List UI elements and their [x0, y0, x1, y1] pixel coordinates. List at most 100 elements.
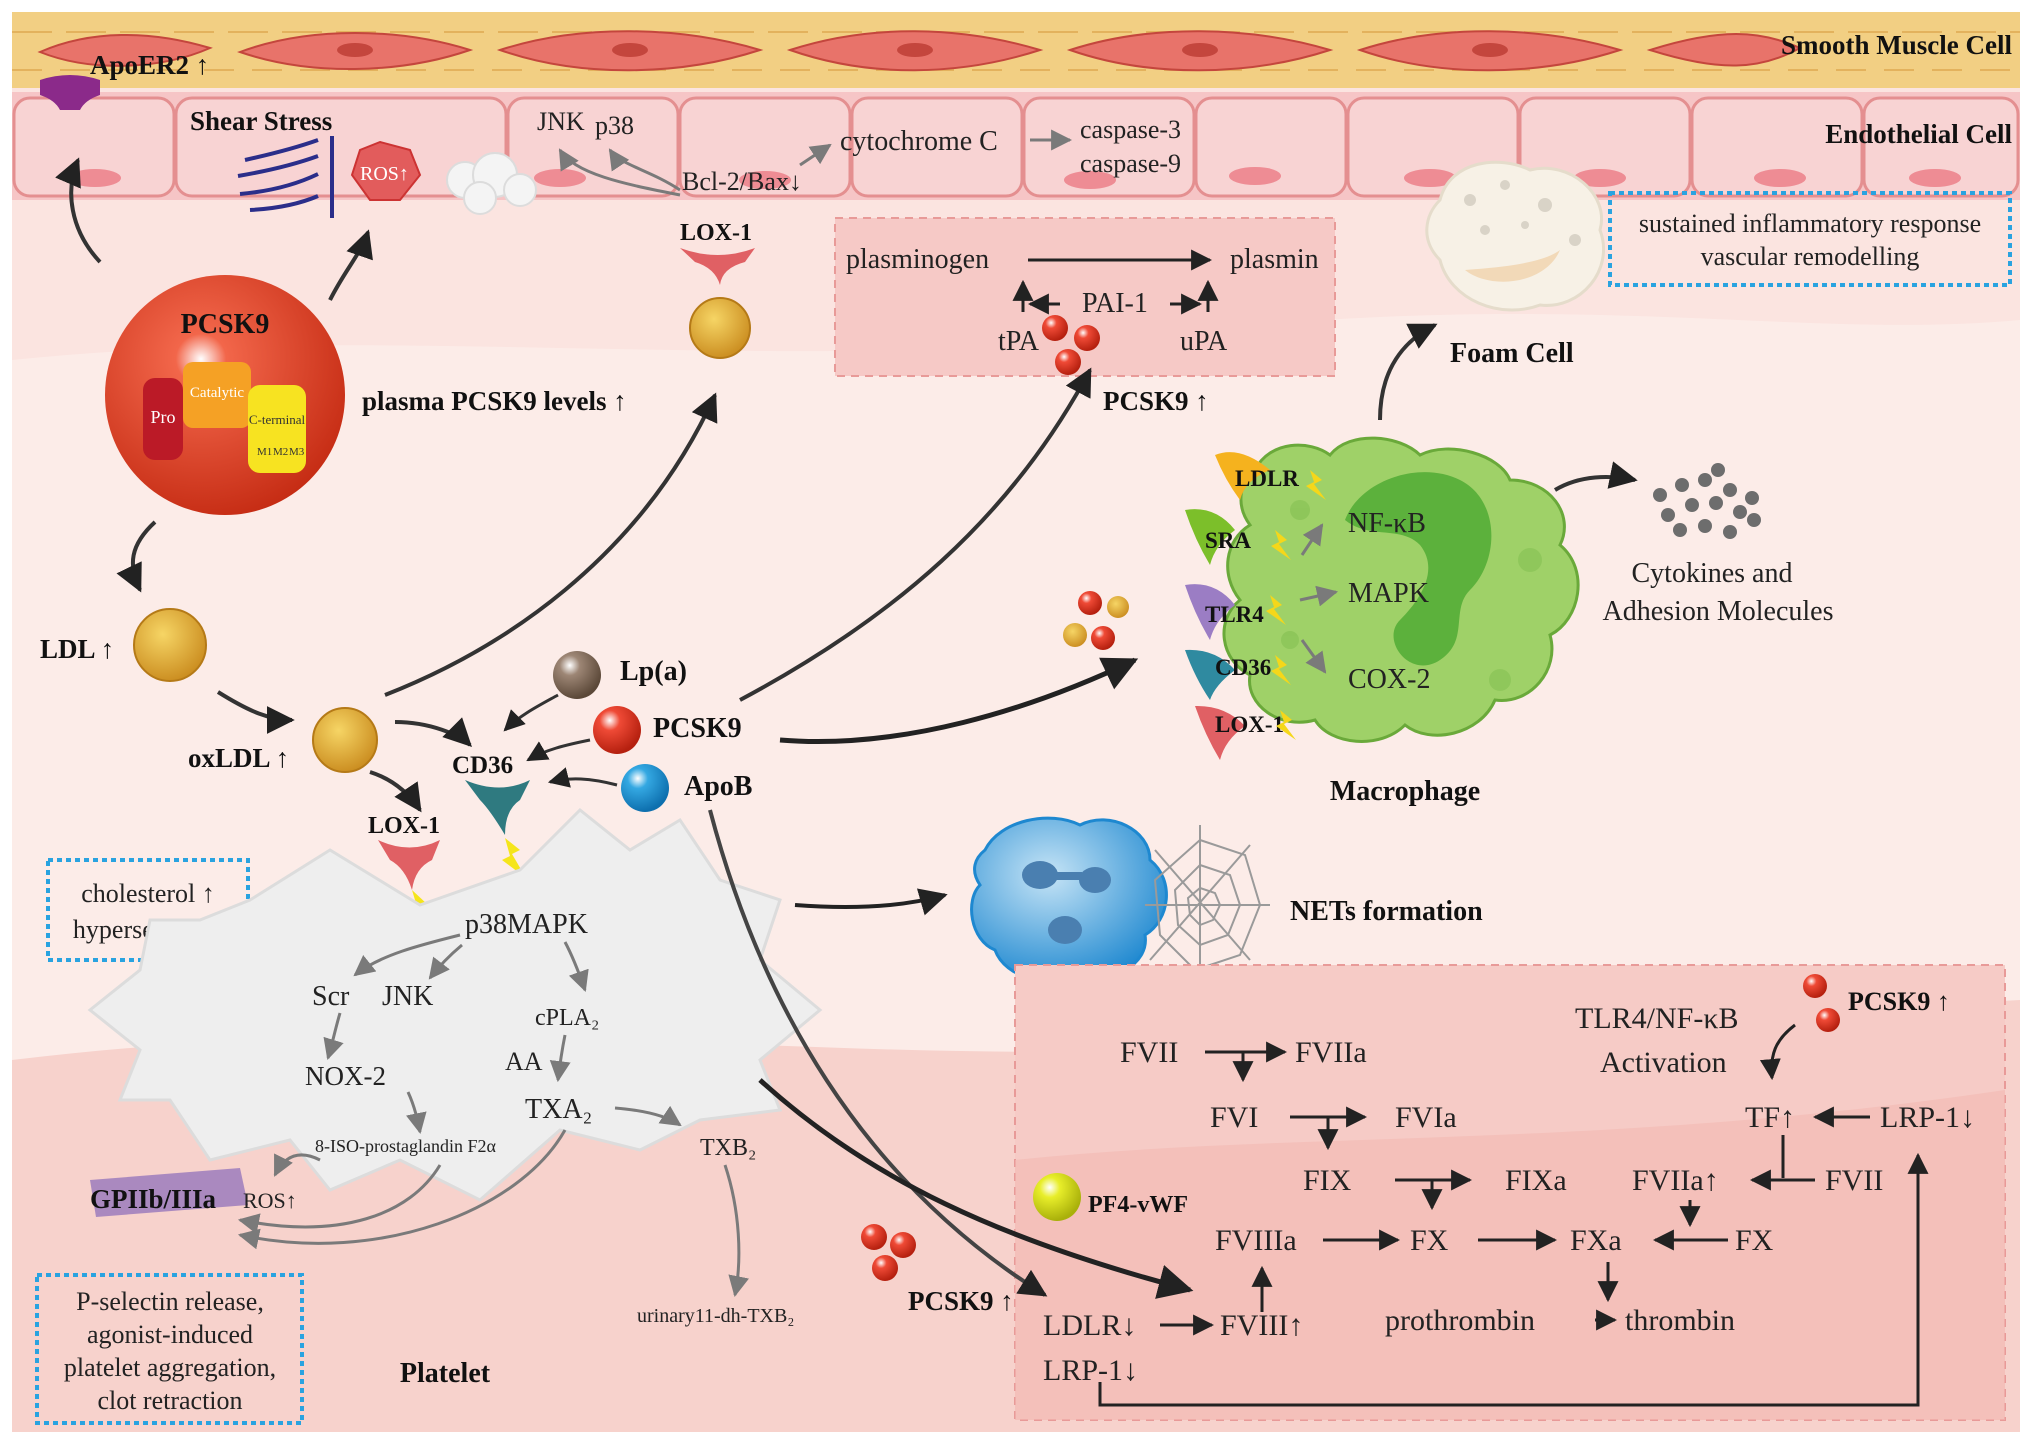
- pf4-label: PF4-vWF: [1088, 1192, 1188, 1218]
- cterminal-domain: [248, 385, 306, 473]
- jnk-platelet: JNK: [382, 981, 433, 1012]
- cox2-label: COX-2: [1348, 664, 1430, 695]
- lpa-ball: [553, 651, 601, 699]
- platelet-note-3: platelet aggregation,: [64, 1353, 276, 1382]
- txa2: TXA₂: [525, 1094, 592, 1125]
- arrow-pcsk9-to-fibrinolysis: [739, 367, 1092, 702]
- fxa: FXa: [1570, 1224, 1622, 1257]
- endothelial-layer: Endothelial Cell: [12, 92, 2020, 200]
- gp-label: GPIIb/IIIa: [90, 1184, 217, 1214]
- pf4-ball: [1033, 1173, 1081, 1221]
- macrophage: NF-κB MAPK COX-2 Macrophage: [1222, 436, 1580, 807]
- foam-note-line1: sustained inflammatory response: [1639, 209, 1981, 238]
- lpa-label: Lp(a): [620, 656, 687, 687]
- nets-formation: NETs formation: [970, 816, 1483, 985]
- apob-ball: [621, 764, 669, 812]
- tpa: tPA: [998, 326, 1040, 357]
- cytokines-line2: Adhesion Molecules: [1603, 596, 1834, 627]
- oxldl-particle: [312, 707, 378, 773]
- fvii: FVII: [1120, 1036, 1178, 1069]
- macrophage-receptors: LDLR SRA TLR4 CD36 LOX-1: [1185, 452, 1326, 760]
- nox2: NOX-2: [305, 1061, 386, 1091]
- ros-cloud-icon: [446, 152, 537, 215]
- pcsk9-ball: [593, 706, 641, 754]
- fixa: FIXa: [1505, 1164, 1567, 1197]
- pcsk9-protein-title: PCSK9: [181, 309, 270, 340]
- nfkb-label: NF-κB: [1348, 508, 1426, 539]
- foam-cell: Foam Cell: [1425, 160, 1606, 369]
- lox1-endo-label: LOX-1: [680, 220, 752, 246]
- lox1-endo-receptor: [680, 248, 755, 285]
- fix: FIX: [1303, 1164, 1352, 1197]
- fviii: FVIII↑: [1220, 1309, 1303, 1342]
- cytokines-dots: [1653, 463, 1761, 539]
- smooth-muscle-label: Smooth Muscle Cell: [1781, 30, 2012, 60]
- cytochrome-c: cytochrome C: [840, 126, 998, 157]
- receptor-sra: SRA: [1205, 528, 1251, 553]
- lox1-platelet-label: LOX-1: [368, 813, 440, 839]
- aa: AA: [505, 1047, 543, 1076]
- catalytic-label: Catalytic: [190, 385, 244, 401]
- platelet-label: Platelet: [400, 1358, 491, 1389]
- arrow-oxldl-to-cd36: [394, 717, 472, 747]
- fvii-right: FVII: [1825, 1164, 1883, 1197]
- arrow-pcsk9-to-fviii: [758, 1078, 1194, 1299]
- ldlr-down: LDLR↓: [1043, 1309, 1136, 1342]
- caspase-3: caspase-3: [1080, 115, 1181, 144]
- macrophage-label: Macrophage: [1330, 776, 1480, 807]
- platelet-note-2: agonist-induced: [87, 1320, 253, 1349]
- prothrombin: prothrombin: [1385, 1304, 1535, 1337]
- arrow-to-nets: [794, 888, 948, 916]
- fx: FX: [1410, 1224, 1449, 1257]
- fvi: FVI: [1210, 1101, 1258, 1134]
- m3-label: M3: [289, 446, 305, 458]
- apob-label: ApoB: [684, 771, 752, 802]
- plasma-pcsk9-level: plasma PCSK9 levels ↑: [362, 386, 627, 416]
- cholesterol-line1: cholesterol ↑: [81, 879, 215, 908]
- shear-stress: Shear Stress: [190, 106, 334, 218]
- platelet-note-1: P-selectin release,: [76, 1287, 264, 1316]
- pcsk9-coag-right: PCSK9 ↑: [1848, 987, 1950, 1016]
- fvia: FVIa: [1395, 1101, 1457, 1134]
- coag-pcsk9-balls: [861, 1224, 916, 1281]
- plasminogen: plasminogen: [846, 244, 989, 275]
- oxldl-label: oxLDL ↑: [188, 743, 289, 773]
- pai-1: PAI-1: [1082, 288, 1148, 319]
- m1-label: M1: [257, 446, 272, 458]
- cytokines-line1: Cytokines and: [1632, 558, 1793, 589]
- isoprost: 8-ISO-prostaglandin F2α: [315, 1136, 496, 1156]
- endothelial-apoptosis: JNK p38 Bcl-2/Bax↓ cytochrome C caspase-…: [537, 107, 1181, 285]
- pro-domain: [143, 378, 183, 460]
- arrow-pcsk9-to-ldl: [116, 520, 157, 593]
- apoer2-receptor: ApoER2 ↑: [40, 50, 209, 110]
- macrophage-particles: [1063, 591, 1129, 650]
- nets-label: NETs formation: [1290, 896, 1483, 927]
- mapk-label: MAPK: [1348, 578, 1429, 609]
- receptor-tlr4: TLR4: [1205, 602, 1264, 627]
- ldl-label: LDL ↑: [40, 634, 114, 664]
- arrow-ldl-to-oxldl: [216, 690, 295, 734]
- foam-note-box: sustained inflammatory response vascular…: [1608, 191, 2012, 287]
- ros-endo-label: ROS↑: [360, 163, 409, 185]
- apoer2-label: ApoER2 ↑: [90, 50, 209, 80]
- tf-up: TF↑: [1745, 1101, 1795, 1134]
- smooth-muscle-layer: Smooth Muscle Cell: [12, 12, 2020, 88]
- fibrinolysis-box: plasminogen plasmin PAI-1 tPA uPA: [834, 217, 1336, 377]
- arrow-macrophage-to-cytokines: [1553, 461, 1638, 492]
- arrow-macrophage-to-foam: [1378, 323, 1438, 421]
- upa: uPA: [1180, 326, 1228, 357]
- platelet-note: P-selectin release, agonist-induced plat…: [35, 1273, 304, 1425]
- endothelial-label: Endothelial Cell: [1825, 119, 2012, 149]
- lrp1-right: LRP-1↓: [1880, 1101, 1975, 1134]
- cd36-label: CD36: [452, 752, 513, 779]
- arrow-oxldl-to-plasma: [384, 392, 718, 697]
- ros-platelet: ROS↑: [243, 1188, 297, 1213]
- cd36-receptor: [465, 780, 530, 835]
- catalytic-domain: [183, 362, 251, 428]
- p38-endo: p38: [595, 111, 634, 140]
- shear-stress-label: Shear Stress: [190, 106, 332, 136]
- arrow-pcsk9-to-ros: [328, 229, 373, 301]
- foam-cell-label: Foam Cell: [1450, 338, 1574, 369]
- ldl-particle: [133, 608, 207, 682]
